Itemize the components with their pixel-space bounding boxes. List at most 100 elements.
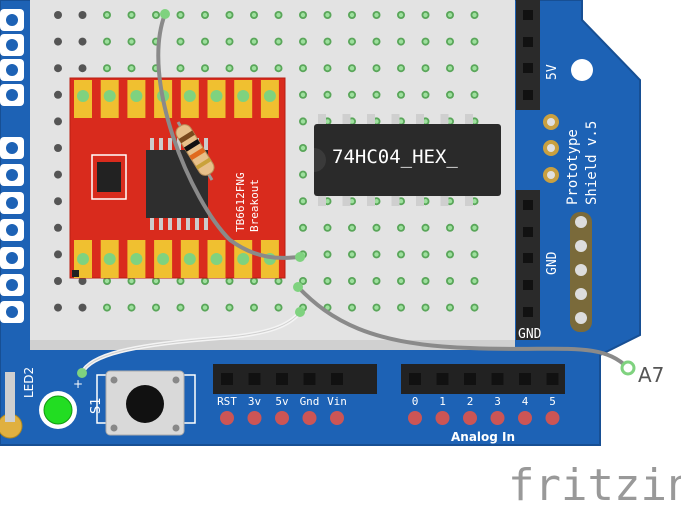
- header-socket: [436, 373, 449, 385]
- header-pin: [523, 63, 533, 73]
- shield-title-2: Shield v.5: [584, 121, 600, 205]
- proto-hole: [54, 197, 62, 206]
- fritzing-logo: fritzing: [508, 460, 681, 511]
- header-pin-label: 3: [494, 395, 501, 408]
- header-pin-label: 5v: [275, 395, 289, 408]
- header-pin-label: RST: [217, 395, 237, 408]
- chip-leg: [440, 114, 449, 126]
- wires: [77, 9, 636, 378]
- side-pads: [543, 114, 559, 183]
- proto-hole: [54, 90, 62, 99]
- strip-pin: [575, 288, 587, 300]
- shield-right-headers: [516, 0, 540, 340]
- chip-leg: [367, 194, 375, 206]
- proto-hole: [54, 117, 62, 126]
- header-pad: [435, 411, 450, 425]
- label-gnd-side: GND: [545, 251, 560, 275]
- chip-leg: [391, 114, 400, 126]
- breakout-label-2: Breakout: [248, 179, 261, 232]
- proto-hole: [54, 303, 62, 312]
- header-socket: [409, 373, 421, 385]
- chip-leg: [416, 194, 424, 206]
- chip-leg: [440, 194, 449, 206]
- chip-leg: [367, 114, 375, 126]
- chip-leg: [342, 194, 351, 206]
- chip-label: 74HC04_HEX_: [332, 146, 458, 168]
- header-pin: [523, 307, 533, 317]
- wire-label-a7: A7: [638, 363, 664, 387]
- strip-pin: [575, 240, 587, 252]
- header-socket: [546, 373, 559, 385]
- proto-hole: [54, 144, 62, 152]
- header-pad: [275, 411, 289, 425]
- header-pin: [523, 10, 533, 20]
- chip-leg: [391, 194, 400, 206]
- wire-gray-top: [156, 12, 302, 260]
- proto-hole: [78, 64, 87, 73]
- proto-hole: [54, 11, 62, 19]
- proto-hole: [78, 11, 87, 19]
- proto-hole: [54, 223, 62, 232]
- chip-body: [314, 124, 501, 196]
- header-pin-label: Vin: [327, 395, 347, 408]
- proto-hole: [54, 250, 62, 259]
- header-pin: [523, 90, 533, 100]
- label-5v: 5V: [545, 64, 560, 80]
- proto-hole: [78, 277, 87, 285]
- header-socket: [248, 373, 261, 385]
- pushbutton-s1: S1: [89, 370, 196, 436]
- led-green: LED2 +: [22, 367, 83, 429]
- header-pin: [523, 253, 533, 263]
- proto-hole: [54, 277, 62, 285]
- shield-title-1: Prototype: [565, 129, 581, 205]
- proto-hole: [78, 303, 87, 312]
- proto-hole: [54, 64, 62, 73]
- switch-label: S1: [89, 397, 104, 414]
- switch-button: [126, 385, 164, 423]
- chip-leg: [465, 194, 473, 206]
- proto-hole: [54, 170, 62, 179]
- led-plus: +: [73, 377, 83, 391]
- chip-74hc04: 74HC04_HEX_: [314, 114, 501, 206]
- led-label: LED2: [22, 367, 36, 398]
- strip-pin: [575, 264, 587, 276]
- header-pin: [523, 280, 533, 290]
- header-pin-label: 5: [549, 395, 556, 408]
- led-yellow: [0, 372, 23, 439]
- header-socket: [276, 373, 288, 385]
- header-socket: [464, 373, 476, 385]
- header-pin-label: 2: [467, 395, 474, 408]
- header-pad: [545, 411, 560, 425]
- header-socket: [221, 373, 233, 385]
- chip-leg: [318, 114, 326, 126]
- analog-header-body: [401, 364, 565, 394]
- header-socket: [303, 373, 316, 385]
- chip-leg: [465, 114, 473, 126]
- power-header-body: [213, 364, 377, 394]
- header-pin-label: 1: [439, 395, 446, 408]
- strip-pin: [575, 312, 587, 324]
- header-pin-label: 4: [522, 395, 529, 408]
- header-pin-label: Gnd: [300, 395, 320, 408]
- proto-hole: [54, 37, 62, 46]
- header-pad: [247, 411, 262, 425]
- header-pad: [408, 411, 422, 425]
- header-pad: [490, 411, 505, 425]
- mounting-hole: [571, 59, 593, 81]
- header-pin-label: 3v: [248, 395, 262, 408]
- header-pad: [220, 411, 234, 425]
- wire-gray-a7: [296, 285, 630, 370]
- header-socket: [331, 373, 343, 385]
- chip-leg: [416, 114, 424, 126]
- green-led: [43, 395, 73, 425]
- header-socket: [519, 373, 531, 385]
- header-pin: [523, 37, 533, 47]
- strip-pin: [575, 216, 587, 228]
- label-gnd-bottom: GND: [518, 327, 542, 342]
- resistor: [175, 121, 215, 181]
- header-pad: [302, 411, 317, 425]
- power-header: RST 3v 5v Gnd Vin: [213, 364, 377, 425]
